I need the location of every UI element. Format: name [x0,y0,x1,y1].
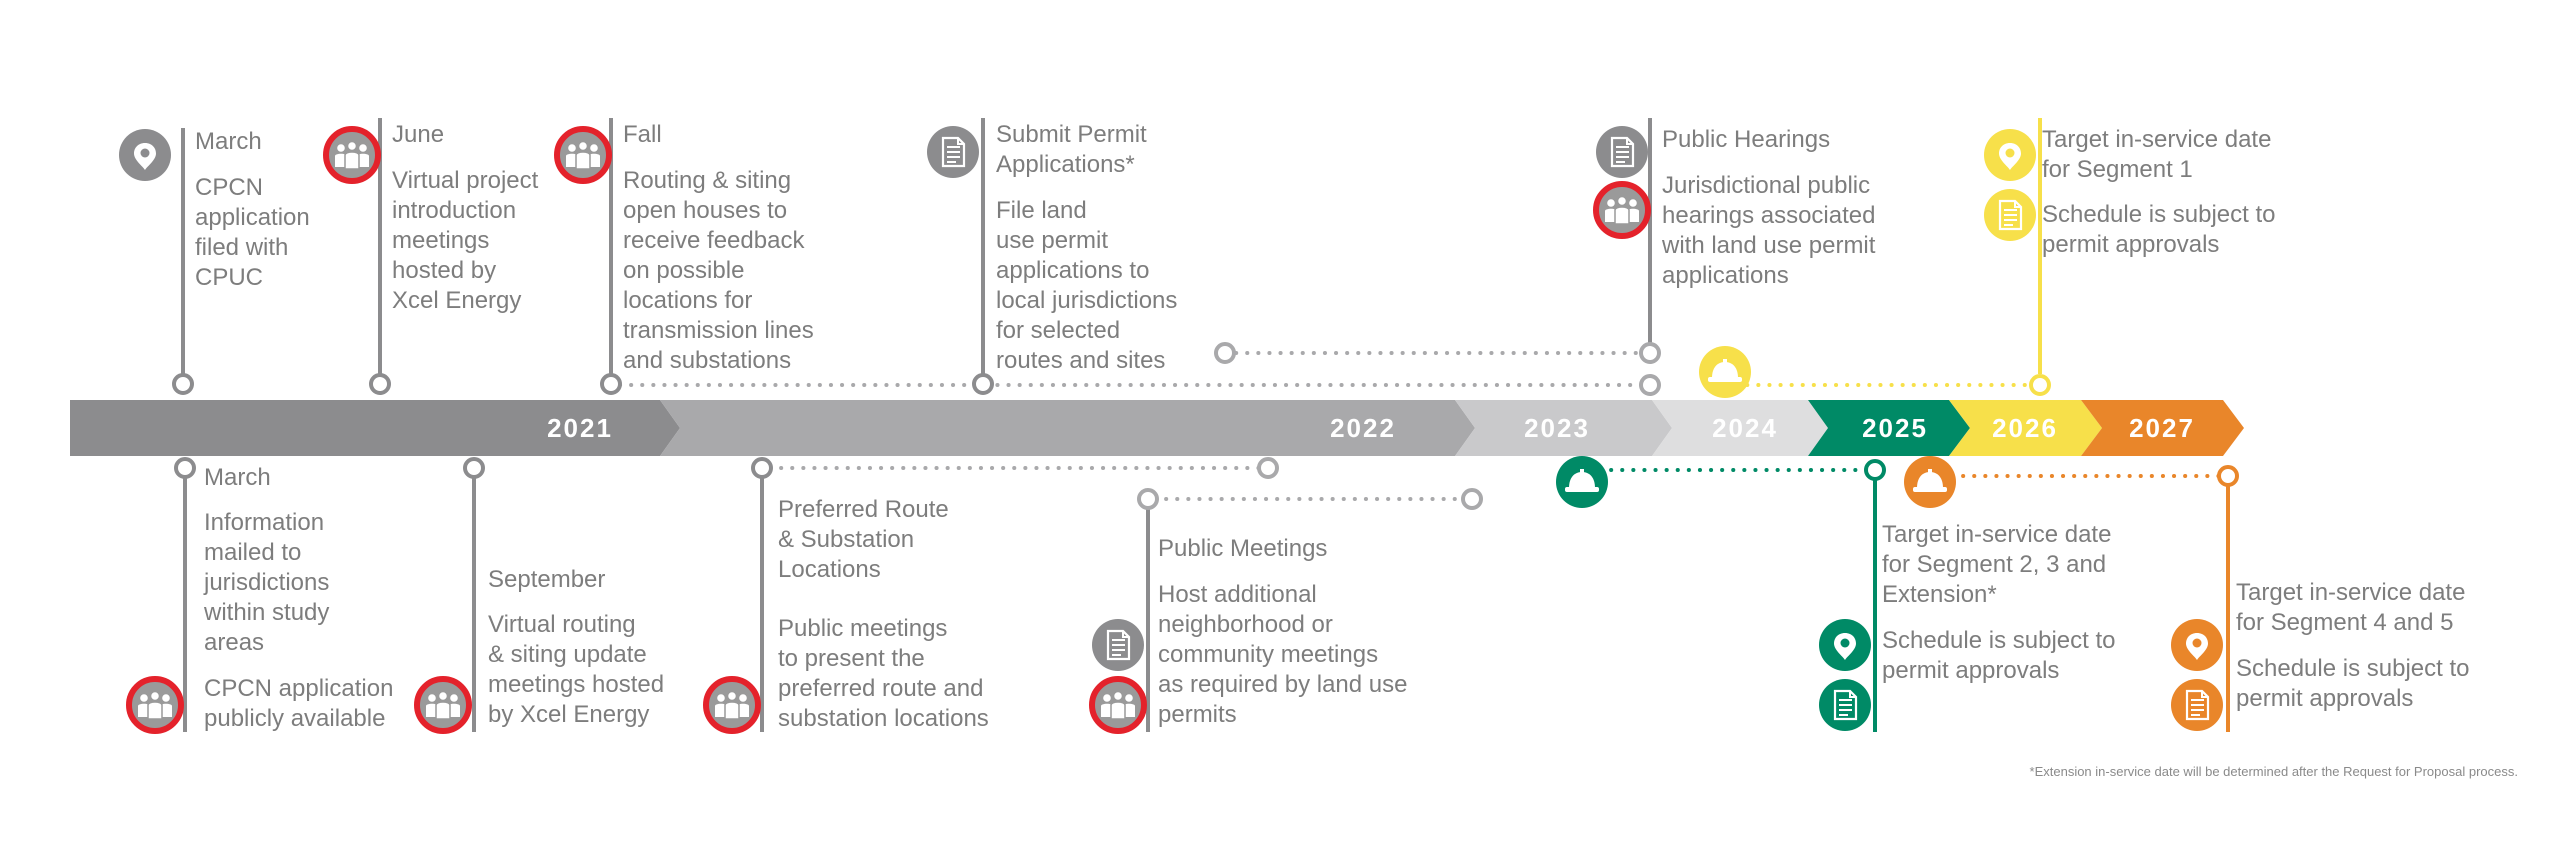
people-icon [703,676,761,734]
band-2023 [1455,400,1672,456]
map-pin-icon [119,129,171,181]
document-icon [1984,189,2036,241]
june-body: Virtual project introduction meetings ho… [392,167,539,314]
document-icon [927,126,979,178]
seg23-title: Target in-service date for Segment 2, 3 … [1882,521,2112,608]
fall-title: Fall [623,121,662,148]
fall-body: Routing & siting open houses to receive … [623,167,814,374]
seg1-title: Target in-service date for Segment 1 [2042,126,2272,183]
band-2026 [1949,400,2102,456]
map-pin-icon [1984,129,2036,181]
year-2025: 2025 [1862,413,1928,443]
year-2021: 2021 [547,413,613,443]
band-2021 [70,400,680,456]
people-icon [554,126,612,184]
year-2024: 2024 [1712,413,1778,443]
seg45-body: Schedule is subject to permit approvals [2236,655,2470,712]
september-body: Virtual routing & siting update meetings… [488,611,665,728]
year-2023: 2023 [1524,413,1590,443]
public-meetings-body: Host additional neighborhood or communit… [1158,581,1408,728]
dotted-spans [618,351,2223,501]
map-pin-icon [2171,619,2223,671]
bottom-connectors [183,476,1150,732]
band-2022 [660,400,1475,456]
timeline-band [70,400,2244,456]
year-2026: 2026 [1992,413,2058,443]
people-icon [1593,181,1651,239]
people-icon [126,676,184,734]
public-meetings-title: Public Meetings [1158,535,1328,562]
footnote: *Extension in-service date will be deter… [2029,764,2518,779]
band-2027 [2081,400,2244,456]
people-icon [323,126,381,184]
document-icon [1596,126,1648,178]
document-icon [2171,679,2223,731]
hard-hat-icon [1699,346,1751,398]
map-pin-icon [1819,619,1871,671]
document-icon [1819,679,1871,731]
march-body: CPCN application filed with CPUC [195,174,310,291]
seg45-title: Target in-service date for Segment 4 and… [2236,579,2466,636]
band-2024 [1652,400,1828,456]
people-icon [414,676,472,734]
hard-hat-icon [1904,456,1956,508]
preferred-body: Public meetings to present the preferred… [778,615,989,732]
band-2025 [1808,400,1970,456]
permit-body: File land use permit applications to loc… [996,197,1178,374]
year-2027: 2027 [2129,413,2195,443]
document-icon [1092,619,1144,671]
march2-body2: CPCN application publicly available [204,675,394,732]
march2-body: Information mailed to jurisdictions with… [204,509,330,656]
june-title: June [392,121,445,148]
timeline-nodes [172,342,2239,510]
september-title: September [488,566,606,593]
hard-hat-icon [1556,456,1608,508]
preferred-title: Preferred Route & Substation Locations [778,496,949,583]
march2-title: March [204,464,271,491]
year-2022: 2022 [1330,413,1396,443]
seg23-body: Schedule is subject to permit approvals [1882,627,2116,684]
march-title: March [195,128,262,155]
seg1-body: Schedule is subject to permit approvals [2042,201,2276,258]
hearings-body: Jurisdictional public hearings associate… [1662,172,1876,289]
permit-title: Submit Permit Applications* [996,121,1147,178]
hearings-title: Public Hearings [1662,126,1831,153]
people-icon [1089,676,1147,734]
